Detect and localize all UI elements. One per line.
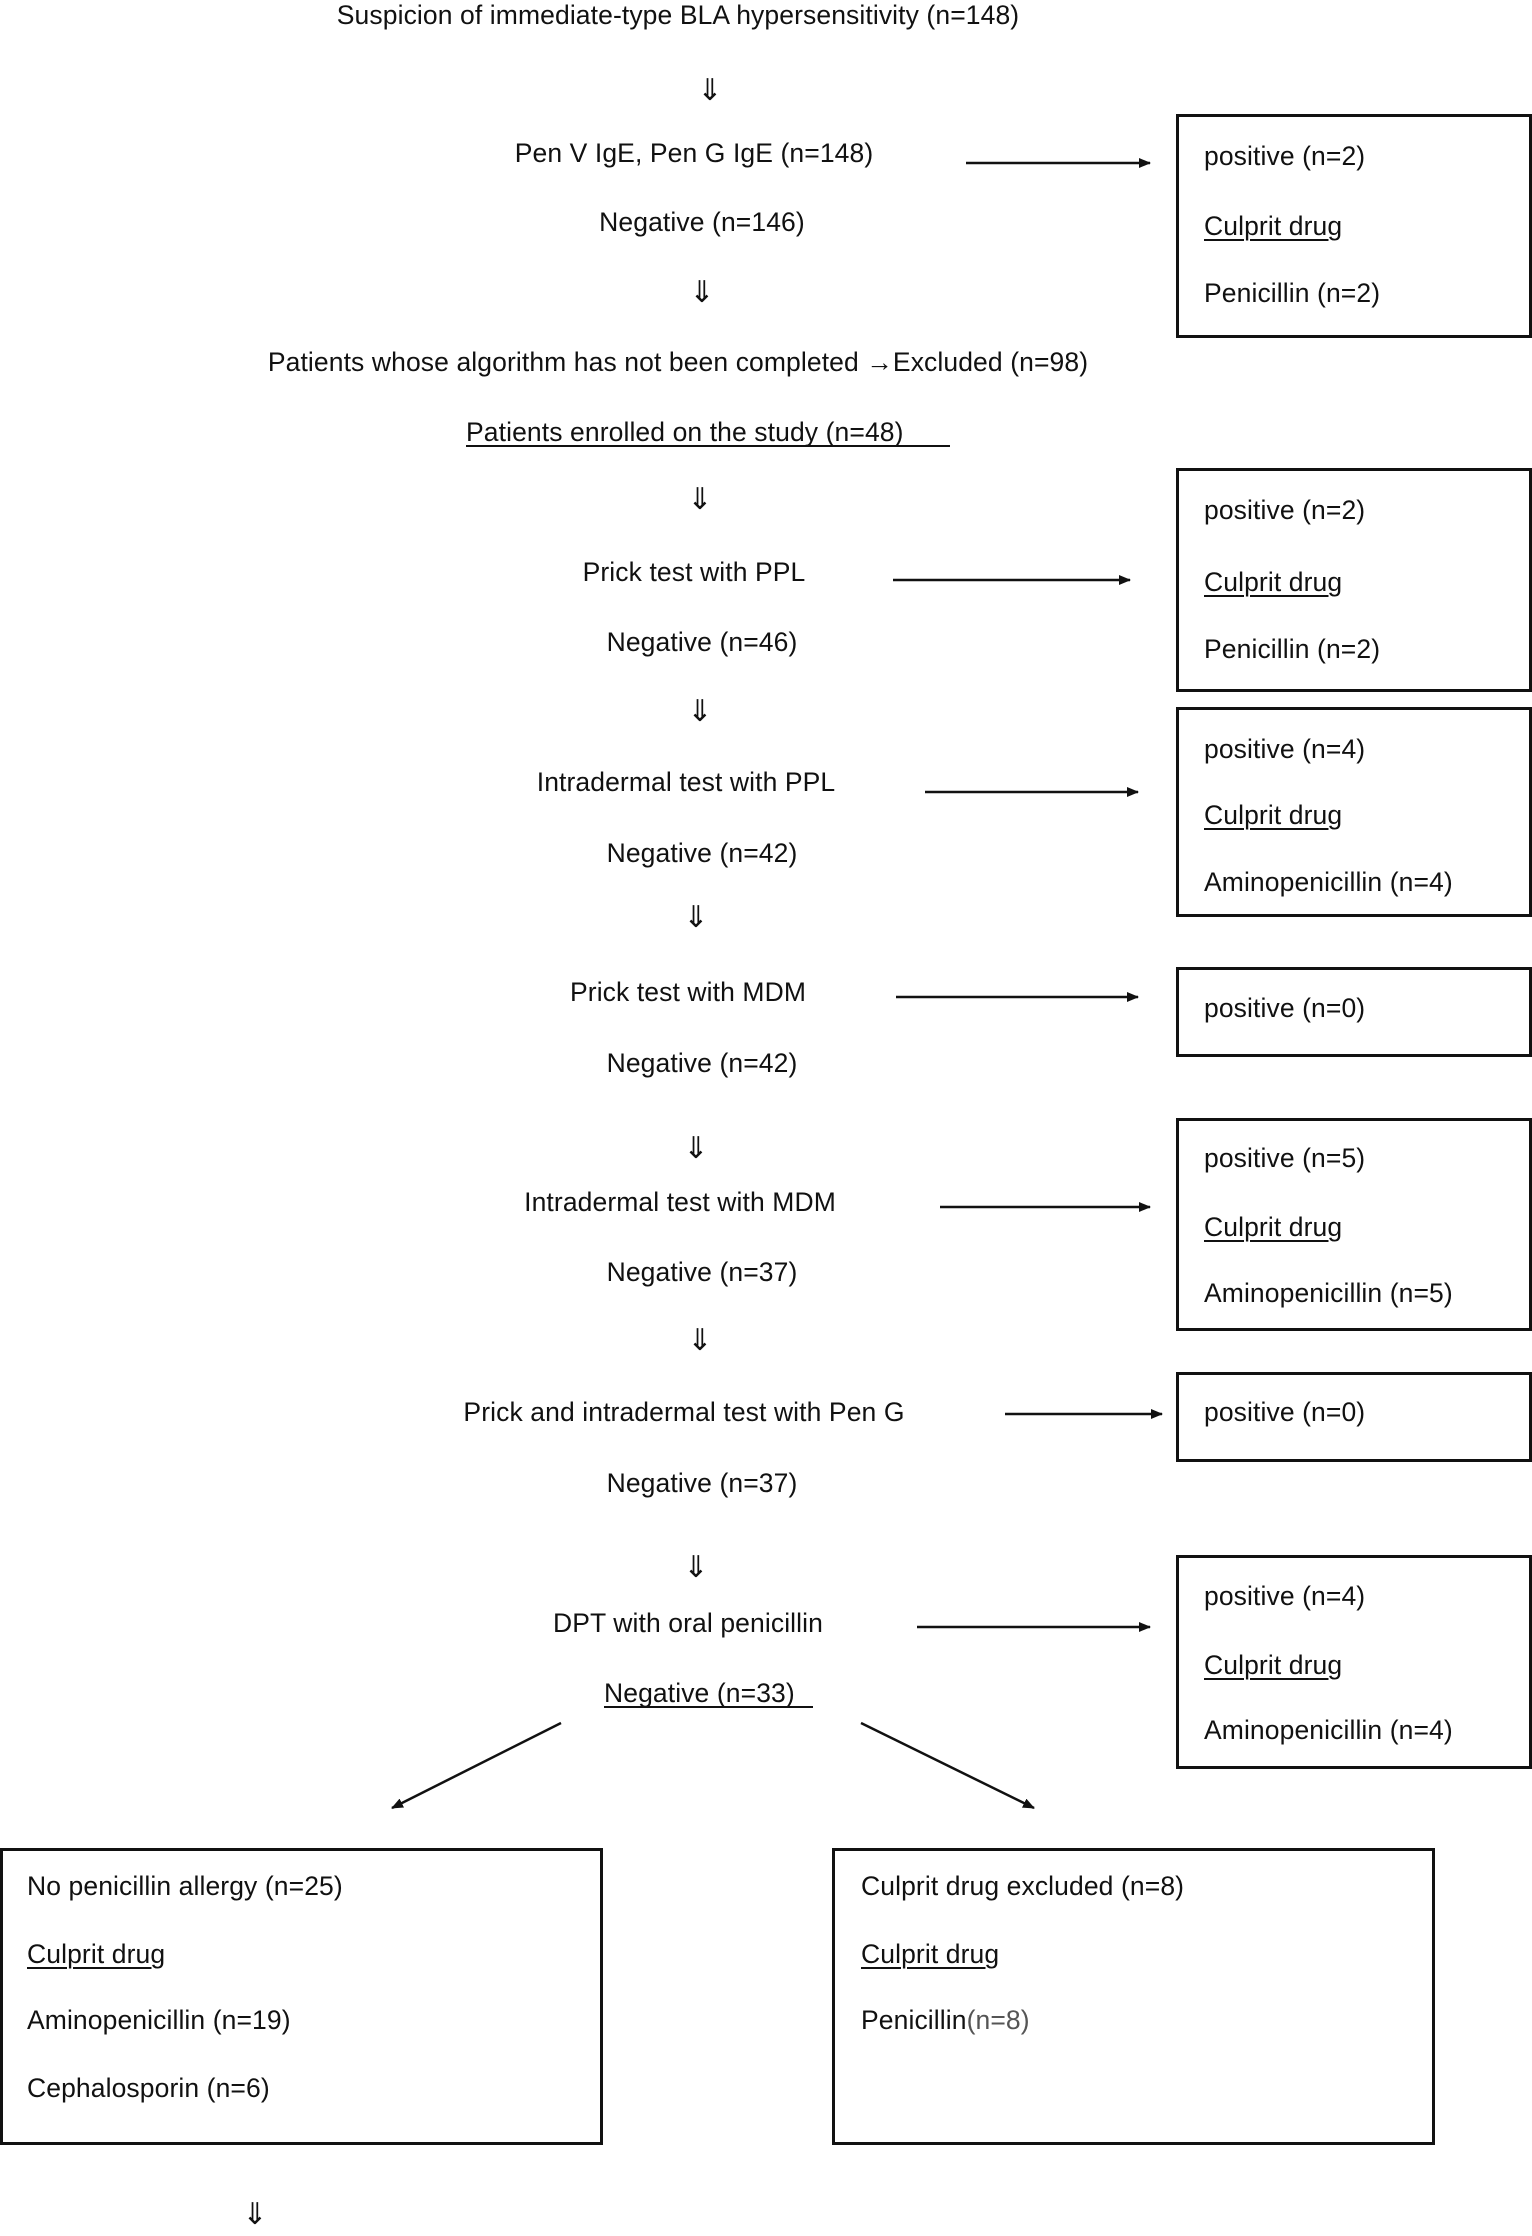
culprit-drug-label: Culprit drug bbox=[1204, 800, 1343, 830]
culprit-drug-excluded-box: Culprit drug excluded (n=8) Culprit drug… bbox=[832, 1848, 1435, 2145]
culprit-drug-label: Culprit drug bbox=[861, 1939, 1000, 1969]
no-penicillin-allergy-box: No penicillin allergy (n=25) Culprit dru… bbox=[0, 1848, 603, 2145]
positive-box-dpt: positive (n=4) Culprit drug Aminopenicil… bbox=[1176, 1555, 1532, 1769]
culprit-drug-label: Culprit drug bbox=[1204, 1212, 1343, 1242]
down-arrow-icon: ⇓ bbox=[687, 482, 713, 517]
arrow-to-no-allergy bbox=[391, 1721, 562, 1810]
drug-label: Penicillin (n=2) bbox=[1204, 278, 1381, 308]
positive-label: positive (n=2) bbox=[1204, 141, 1366, 171]
negative-33-underline bbox=[604, 1706, 813, 1708]
enrolled-underline bbox=[466, 445, 950, 447]
excluded-text: Patients whose algorithm has not been co… bbox=[267, 347, 1089, 377]
drug-label: Aminopenicillin (n=5) bbox=[1204, 1278, 1453, 1308]
down-arrow-icon: ⇓ bbox=[687, 694, 713, 729]
negative-text: Negative (n=46) bbox=[606, 627, 798, 657]
negative-text: Negative (n=42) bbox=[606, 838, 798, 868]
negative-text: Negative (n=37) bbox=[606, 1257, 798, 1287]
outcome-title: Culprit drug excluded (n=8) bbox=[861, 1871, 1185, 1901]
intradermal-mdm-text: Intradermal test with MDM bbox=[524, 1187, 836, 1217]
positive-box-intradermal-ppl: positive (n=4) Culprit drug Aminopenicil… bbox=[1176, 707, 1532, 917]
prick-peng-text: Prick and intradermal test with Pen G bbox=[463, 1397, 905, 1427]
arrow-to-drug-excluded bbox=[860, 1721, 1035, 1810]
ige-test-text: Pen V IgE, Pen G IgE (n=148) bbox=[514, 138, 874, 168]
drug-label: Penicillin (n=2) bbox=[1204, 634, 1381, 664]
positive-box-pen-g: positive (n=0) bbox=[1176, 1372, 1532, 1462]
enrolled-text: Patients enrolled on the study (n=48) bbox=[466, 417, 904, 447]
positive-label: positive (n=4) bbox=[1204, 734, 1366, 764]
prick-ppl-text: Prick test with PPL bbox=[582, 557, 806, 587]
drug-count: (n=8) bbox=[966, 2005, 1030, 2035]
negative-text: Negative (n=146) bbox=[599, 207, 805, 237]
culprit-drug-label: Culprit drug bbox=[27, 1939, 166, 1969]
dpt-text: DPT with oral penicillin bbox=[553, 1608, 823, 1638]
positive-box-intradermal-mdm: positive (n=5) Culprit drug Aminopenicil… bbox=[1176, 1118, 1532, 1331]
down-arrow-icon: ⇓ bbox=[683, 900, 709, 935]
positive-box-ige: positive (n=2) Culprit drug Penicillin (… bbox=[1176, 114, 1532, 338]
culprit-drug-label: Culprit drug bbox=[1204, 567, 1343, 597]
outcome-title: No penicillin allergy (n=25) bbox=[27, 1871, 343, 1901]
prick-mdm-text: Prick test with MDM bbox=[569, 977, 807, 1007]
culprit-drug-label: Culprit drug bbox=[1204, 211, 1343, 241]
down-arrow-icon: ⇓ bbox=[242, 2197, 268, 2232]
positive-label: positive (n=4) bbox=[1204, 1581, 1366, 1611]
culprit-drug-label: Culprit drug bbox=[1204, 1650, 1343, 1680]
positive-box-prick-ppl: positive (n=2) Culprit drug Penicillin (… bbox=[1176, 468, 1532, 692]
suspicion-text: Suspicion of immediate-type BLA hypersen… bbox=[336, 0, 1020, 30]
drug-label: Aminopenicillin (n=4) bbox=[1204, 1715, 1453, 1745]
intradermal-ppl-text: Intradermal test with PPL bbox=[536, 767, 836, 797]
negative-text: Negative (n=42) bbox=[606, 1048, 798, 1078]
drug-label: Aminopenicillin (n=19) bbox=[27, 2005, 291, 2035]
positive-label: positive (n=0) bbox=[1204, 1397, 1366, 1427]
down-arrow-icon: ⇓ bbox=[697, 73, 723, 108]
drug-label: Aminopenicillin (n=4) bbox=[1204, 867, 1453, 897]
down-arrow-icon: ⇓ bbox=[683, 1550, 709, 1585]
down-arrow-icon: ⇓ bbox=[687, 1323, 713, 1358]
positive-label: positive (n=2) bbox=[1204, 495, 1366, 525]
positive-label: positive (n=0) bbox=[1204, 993, 1366, 1023]
positive-box-prick-mdm: positive (n=0) bbox=[1176, 967, 1532, 1057]
down-arrow-icon: ⇓ bbox=[683, 1131, 709, 1166]
negative-text: Negative (n=37) bbox=[606, 1468, 798, 1498]
positive-label: positive (n=5) bbox=[1204, 1143, 1366, 1173]
drug-label: Cephalosporin (n=6) bbox=[27, 2073, 270, 2103]
negative-33-text: Negative (n=33) bbox=[604, 1678, 795, 1708]
drug-label: Penicillin(n=8) bbox=[861, 2005, 1030, 2035]
down-arrow-icon: ⇓ bbox=[689, 275, 715, 310]
drug-name: Penicillin bbox=[861, 2005, 967, 2035]
